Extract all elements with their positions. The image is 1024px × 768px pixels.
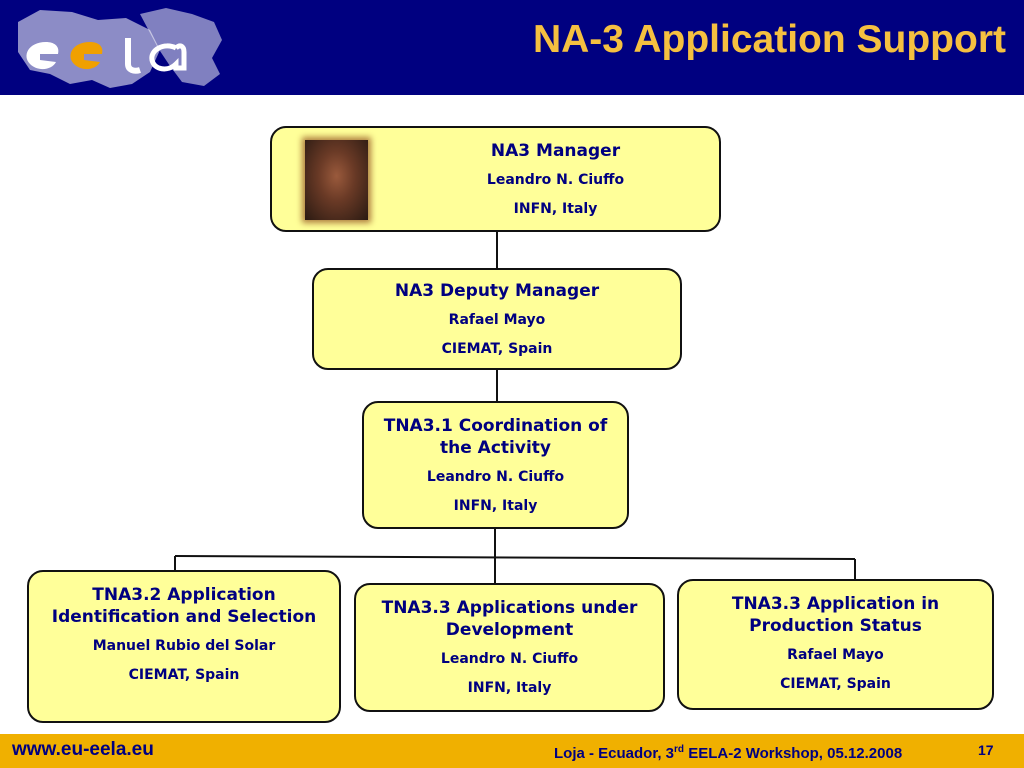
box-organization: INFN, Italy [467, 680, 552, 696]
box-person: Leandro N. Ciuffo [440, 651, 579, 667]
footer-event-info: Loja - Ecuador, 3rd EELA-2 Workshop, 05.… [554, 744, 902, 762]
manager-photo [305, 140, 368, 220]
box-person: Leandro N. Ciuffo [426, 469, 565, 485]
slide-title: NA-3 Application Support [532, 18, 1006, 61]
eela-logo [18, 8, 222, 88]
org-box-na3-manager: NA3 Manager Leandro N. Ciuffo INFN, Ital… [270, 126, 721, 232]
box-organization: INFN, Italy [453, 498, 538, 514]
box-person: Rafael Mayo [787, 647, 884, 663]
box-organization: INFN, Italy [513, 201, 598, 217]
box-organization: CIEMAT, Spain [128, 667, 240, 683]
event-name-date: EELA-2 Workshop, 05.12.2008 [684, 745, 903, 762]
org-box-tna3-2: TNA3.2 Application Identification and Se… [27, 570, 341, 723]
box-role: TNA3.3 Application in Production Status [731, 594, 940, 636]
box-role: TNA3.1 Coordination of the Activity [383, 416, 608, 458]
event-ordinal-suffix: rd [674, 744, 685, 755]
org-box-tna3-3-development: TNA3.3 Applications under Development Le… [354, 583, 665, 712]
box-person: Manuel Rubio del Solar [92, 638, 276, 654]
box-role: NA3 Deputy Manager [394, 281, 600, 301]
box-role: NA3 Manager [490, 141, 621, 161]
footer-bar: www.eu-eela.eu Loja - Ecuador, 3rd EELA-… [0, 734, 1024, 768]
box-person: Leandro N. Ciuffo [486, 172, 625, 188]
header-bar: NA-3 Application Support [0, 0, 1024, 95]
box-role: TNA3.2 Application Identification and Se… [51, 585, 317, 627]
org-box-tna3-3-production: TNA3.3 Application in Production Status … [677, 579, 994, 710]
org-box-na3-deputy-manager: NA3 Deputy Manager Rafael Mayo CIEMAT, S… [312, 268, 682, 370]
org-box-tna3-1: TNA3.1 Coordination of the Activity Lean… [362, 401, 629, 529]
box-person: Rafael Mayo [448, 312, 546, 328]
footer-url: www.eu-eela.eu [12, 739, 154, 760]
box-organization: CIEMAT, Spain [780, 676, 891, 692]
box-role: TNA3.3 Applications under Development [381, 598, 638, 640]
event-location: Loja - Ecuador, 3 [554, 745, 675, 762]
box-organization: CIEMAT, Spain [441, 341, 553, 357]
page-number: 17 [978, 742, 994, 758]
